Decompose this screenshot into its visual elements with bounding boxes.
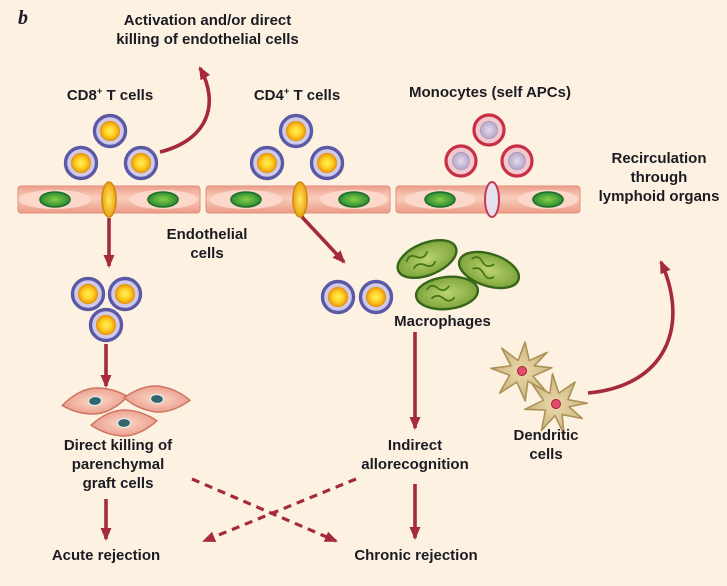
label-endothelial-cells: Endothelial cells (166, 226, 248, 262)
t-cell-icon (123, 145, 159, 181)
label-acute-rejection: Acute rejection (51, 547, 161, 564)
label-chronic-rejection: Chronic rejection (354, 547, 478, 564)
label-dendritic-cells: Dendritic cells (513, 427, 579, 463)
transmigrating-t-cell-icon (101, 181, 117, 218)
t-cell-icon (320, 279, 356, 315)
panel-label: b (18, 7, 28, 29)
t-cell-icon (309, 145, 345, 181)
label-cd8-t-cells: CD8+ T cells (35, 86, 185, 106)
cd8-label-sup: + (96, 86, 103, 96)
monocyte-icon (444, 144, 478, 178)
cd8-cell-cluster-top (63, 113, 159, 181)
t-cell-icon (278, 113, 314, 149)
arrow-dc-recirculation (587, 260, 675, 395)
cd4-cell-cluster-top (249, 113, 345, 181)
parenchymal-cell-cluster (60, 382, 192, 438)
arrow-cd8-activation (159, 66, 211, 154)
label-direct-killing: Direct killing of parenchymal graft cell… (63, 437, 173, 492)
t-cell-icon (107, 276, 143, 312)
t-cell-icon (92, 113, 128, 149)
cd8-cell-cluster-bottom (70, 276, 143, 343)
caption-activation: Activation and/or direct killing of endo… (116, 12, 299, 48)
cd4-label-sup: + (283, 86, 290, 96)
cd8-label-base: CD8 (66, 87, 97, 104)
monocyte-icon (472, 113, 506, 147)
label-recirculation: Recirculation through lymphoid organs (598, 150, 720, 205)
arrow-indirect-to-acute-dashed (202, 477, 357, 543)
transmigrating-monocyte-icon (484, 181, 500, 218)
label-indirect-allorecognition: Indirect allorecognition (361, 437, 469, 473)
label-monocytes: Monocytes (self APCs) (409, 84, 571, 101)
arrow-direct-to-chronic-dashed (191, 477, 338, 543)
macrophage-icon (413, 272, 481, 314)
parenchymal-cell-icon (122, 382, 192, 416)
t-cell-icon (358, 279, 394, 315)
arrow-cd4-transmigration (300, 215, 346, 264)
t-cell-icon (249, 145, 285, 181)
cd4-label-rest: T cells (289, 87, 341, 104)
transmigrating-t-cell-icon (292, 181, 308, 218)
endothelial-nucleus-icon (39, 191, 564, 208)
label-cd4-t-cells: CD4+ T cells (222, 86, 372, 106)
macrophage-cluster (391, 231, 525, 314)
cd8-label-rest: T cells (102, 87, 154, 104)
cd4-label-base: CD4 (253, 87, 284, 104)
endothelial-band (17, 181, 581, 218)
cd4-cell-cluster-bottom (320, 279, 394, 315)
t-cell-icon (63, 145, 99, 181)
t-cell-icon (70, 276, 106, 312)
t-cell-icon (88, 307, 124, 343)
monocyte-icon (500, 144, 534, 178)
monocyte-cluster (444, 113, 534, 178)
label-macrophages: Macrophages (394, 313, 491, 330)
